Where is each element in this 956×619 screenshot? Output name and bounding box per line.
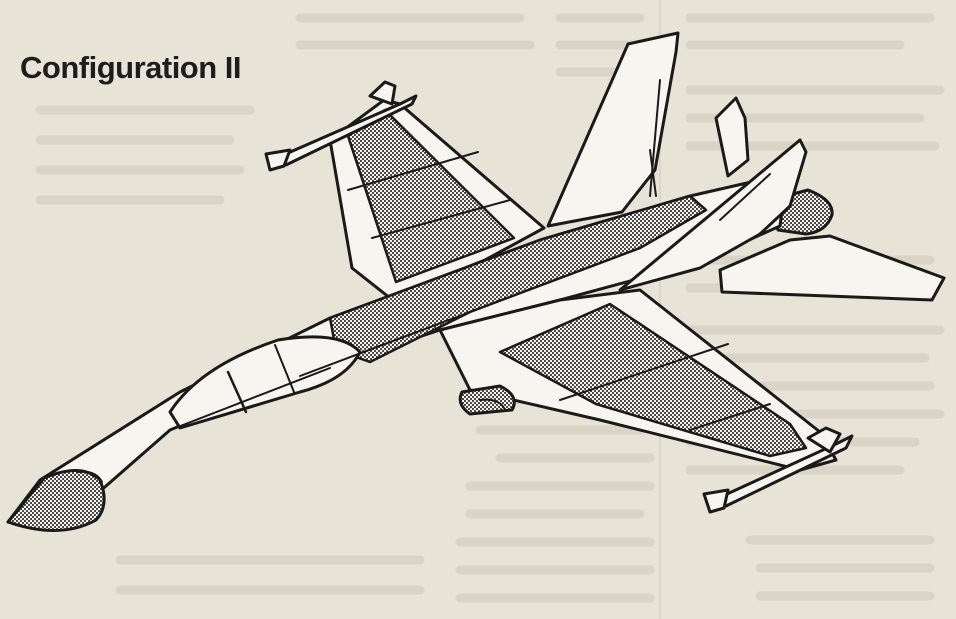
nose-radome (6, 469, 106, 532)
right-vertical-tail (618, 138, 808, 292)
canopy (168, 335, 362, 430)
diagram-title: Configuration II (20, 50, 242, 85)
right-horizontal-stabilizer (718, 234, 946, 302)
left-vertical-tail (546, 31, 680, 228)
